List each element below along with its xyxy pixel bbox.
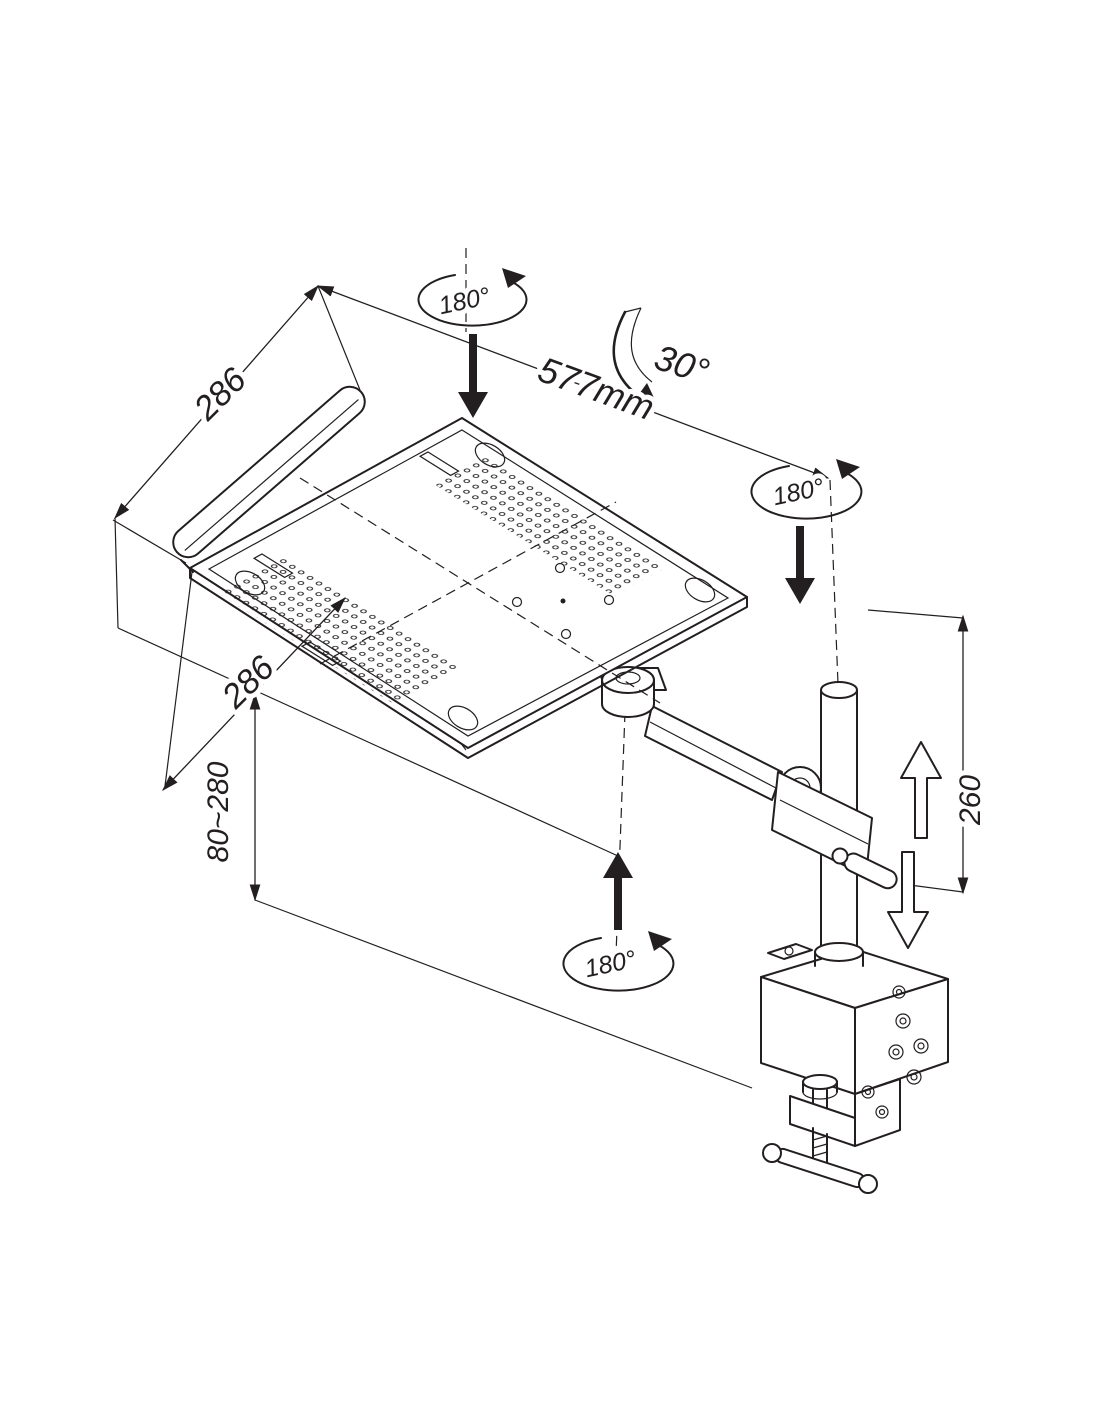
motion-arrows: [417, 268, 863, 992]
arm-knob: [601, 666, 655, 718]
rotation-arc-tray-head: [502, 268, 526, 288]
screw-handle-ball-right: [858, 1174, 878, 1194]
rotation-arc-arm-head: [648, 931, 672, 951]
down-arrow-tray: [458, 334, 488, 418]
clamp-right-face: [854, 978, 949, 1095]
clamp-screw-pad: [802, 1074, 838, 1111]
rotation-arc-tray: [417, 274, 528, 327]
pole-top-cap: [820, 681, 858, 699]
tightening-lever: [831, 847, 898, 890]
tray-thickness: [189, 567, 748, 759]
arm-link: [644, 705, 783, 801]
clamp-holes: [861, 985, 929, 1119]
label-rot-tray: 180°: [436, 282, 492, 320]
rotation-arc-pole: [750, 465, 863, 520]
tilt-arrow: [612, 307, 656, 402]
vent-holes-upper: [434, 455, 667, 596]
label-rot-arm: 180°: [582, 945, 638, 983]
hollow-up-arrow: [900, 741, 942, 839]
clamp-screw: [762, 1127, 878, 1194]
rotation-arc-pole-head: [836, 459, 860, 479]
label-tilt: 30°: [650, 336, 714, 392]
dim-577: [316, 285, 830, 479]
clamp-lower-jaw: [789, 1095, 856, 1147]
desk-clamp: [760, 943, 949, 1194]
rotation-arc-arm: [562, 937, 675, 992]
label-width: 577mm: [533, 348, 660, 428]
dim-286-top: [114, 284, 319, 520]
tray-inner-rim: [207, 429, 730, 737]
height-adjust-arrows: [887, 741, 942, 949]
clamp-tab: [767, 943, 813, 960]
up-arrow-arm: [603, 852, 633, 930]
down-arrow-pole: [785, 526, 815, 604]
arm-axis-dashed: [615, 711, 626, 956]
label-height-range: 80~280: [202, 761, 235, 862]
pole-axis-dashed: [829, 479, 839, 685]
label-pole-height: 260: [954, 775, 987, 826]
pole-base-collar: [814, 942, 864, 962]
label-rot-pole: 180°: [770, 473, 826, 511]
screw-handle-ball-left: [762, 1143, 782, 1163]
vesa-holes: [511, 562, 615, 640]
arm: [597, 666, 898, 890]
hollow-down-arrow: [887, 851, 929, 949]
dimension-lines: [114, 284, 969, 902]
label-depth-bottom: 286: [214, 649, 282, 717]
